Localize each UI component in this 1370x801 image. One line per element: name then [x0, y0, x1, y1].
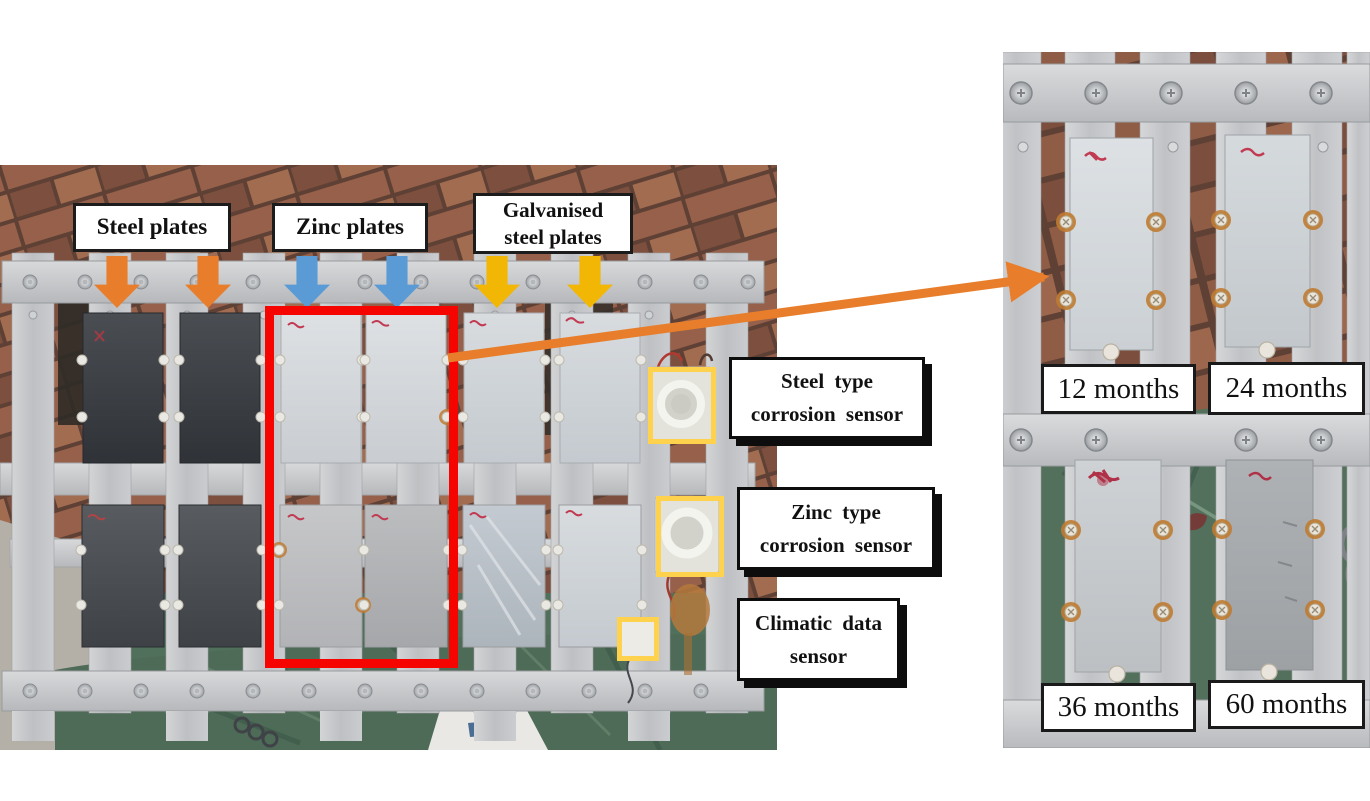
steel-sensor-label-line1: Steel type [781, 369, 873, 394]
plate-12-months [1055, 137, 1167, 361]
label-60-months-text: 60 months [1225, 688, 1348, 720]
zoom-mid-rail [1003, 413, 1370, 467]
label-galvanised-line1: Galvanised [502, 198, 604, 223]
label-24-months-text: 24 months [1225, 372, 1348, 404]
plate-24-months [1210, 134, 1324, 359]
plate-36-months [1060, 459, 1174, 683]
bottom-rail [1, 670, 765, 712]
zinc-sensor-label-line1: Zinc type [791, 499, 881, 524]
label-zinc-plates-text: Zinc plates [296, 214, 404, 240]
label-steel-type-corrosion-sensor: Steel type corrosion sensor [729, 357, 925, 439]
label-galvanised-line2: steel plates [504, 224, 602, 249]
climatic-data-sensor [620, 619, 656, 704]
label-24-months: 24 months [1208, 362, 1365, 415]
rack-feet [12, 711, 670, 741]
climatic-sensor-label-line2: sensor [789, 643, 848, 668]
label-zinc-type-corrosion-sensor: Zinc type corrosion sensor [737, 487, 935, 570]
label-36-months: 36 months [1041, 683, 1196, 732]
label-zinc-plates: Zinc plates [272, 203, 428, 252]
zoom-top-rail [1003, 63, 1370, 123]
zinc-corrosion-sensor [654, 496, 720, 675]
label-36-months-text: 36 months [1057, 691, 1180, 723]
plate-60-months [1211, 459, 1326, 681]
label-12-months-text: 12 months [1057, 372, 1180, 405]
label-climatic-data-sensor: Climatic data sensor [737, 598, 900, 681]
label-60-months: 60 months [1208, 680, 1365, 729]
label-12-months: 12 months [1041, 364, 1196, 414]
label-galvanised-steel-plates: Galvanised steel plates [473, 193, 633, 254]
steel-sensor-label-line2: corrosion sensor [750, 402, 904, 426]
label-steel-plates-text: Steel plates [96, 214, 208, 240]
bottom-row-plate-screws [75, 542, 648, 613]
zinc-plates-highlight-box [265, 306, 458, 668]
steel-sensor-highlight-box [648, 367, 716, 444]
zinc-sensor-label-line2: corrosion sensor [759, 532, 913, 557]
climatic-sensor-highlight-box [617, 617, 659, 661]
climatic-sensor-label-line1: Climatic data [755, 610, 882, 635]
label-steel-plates: Steel plates [73, 203, 231, 252]
chain [233, 716, 279, 748]
zinc-sensor-highlight-box [656, 496, 724, 577]
